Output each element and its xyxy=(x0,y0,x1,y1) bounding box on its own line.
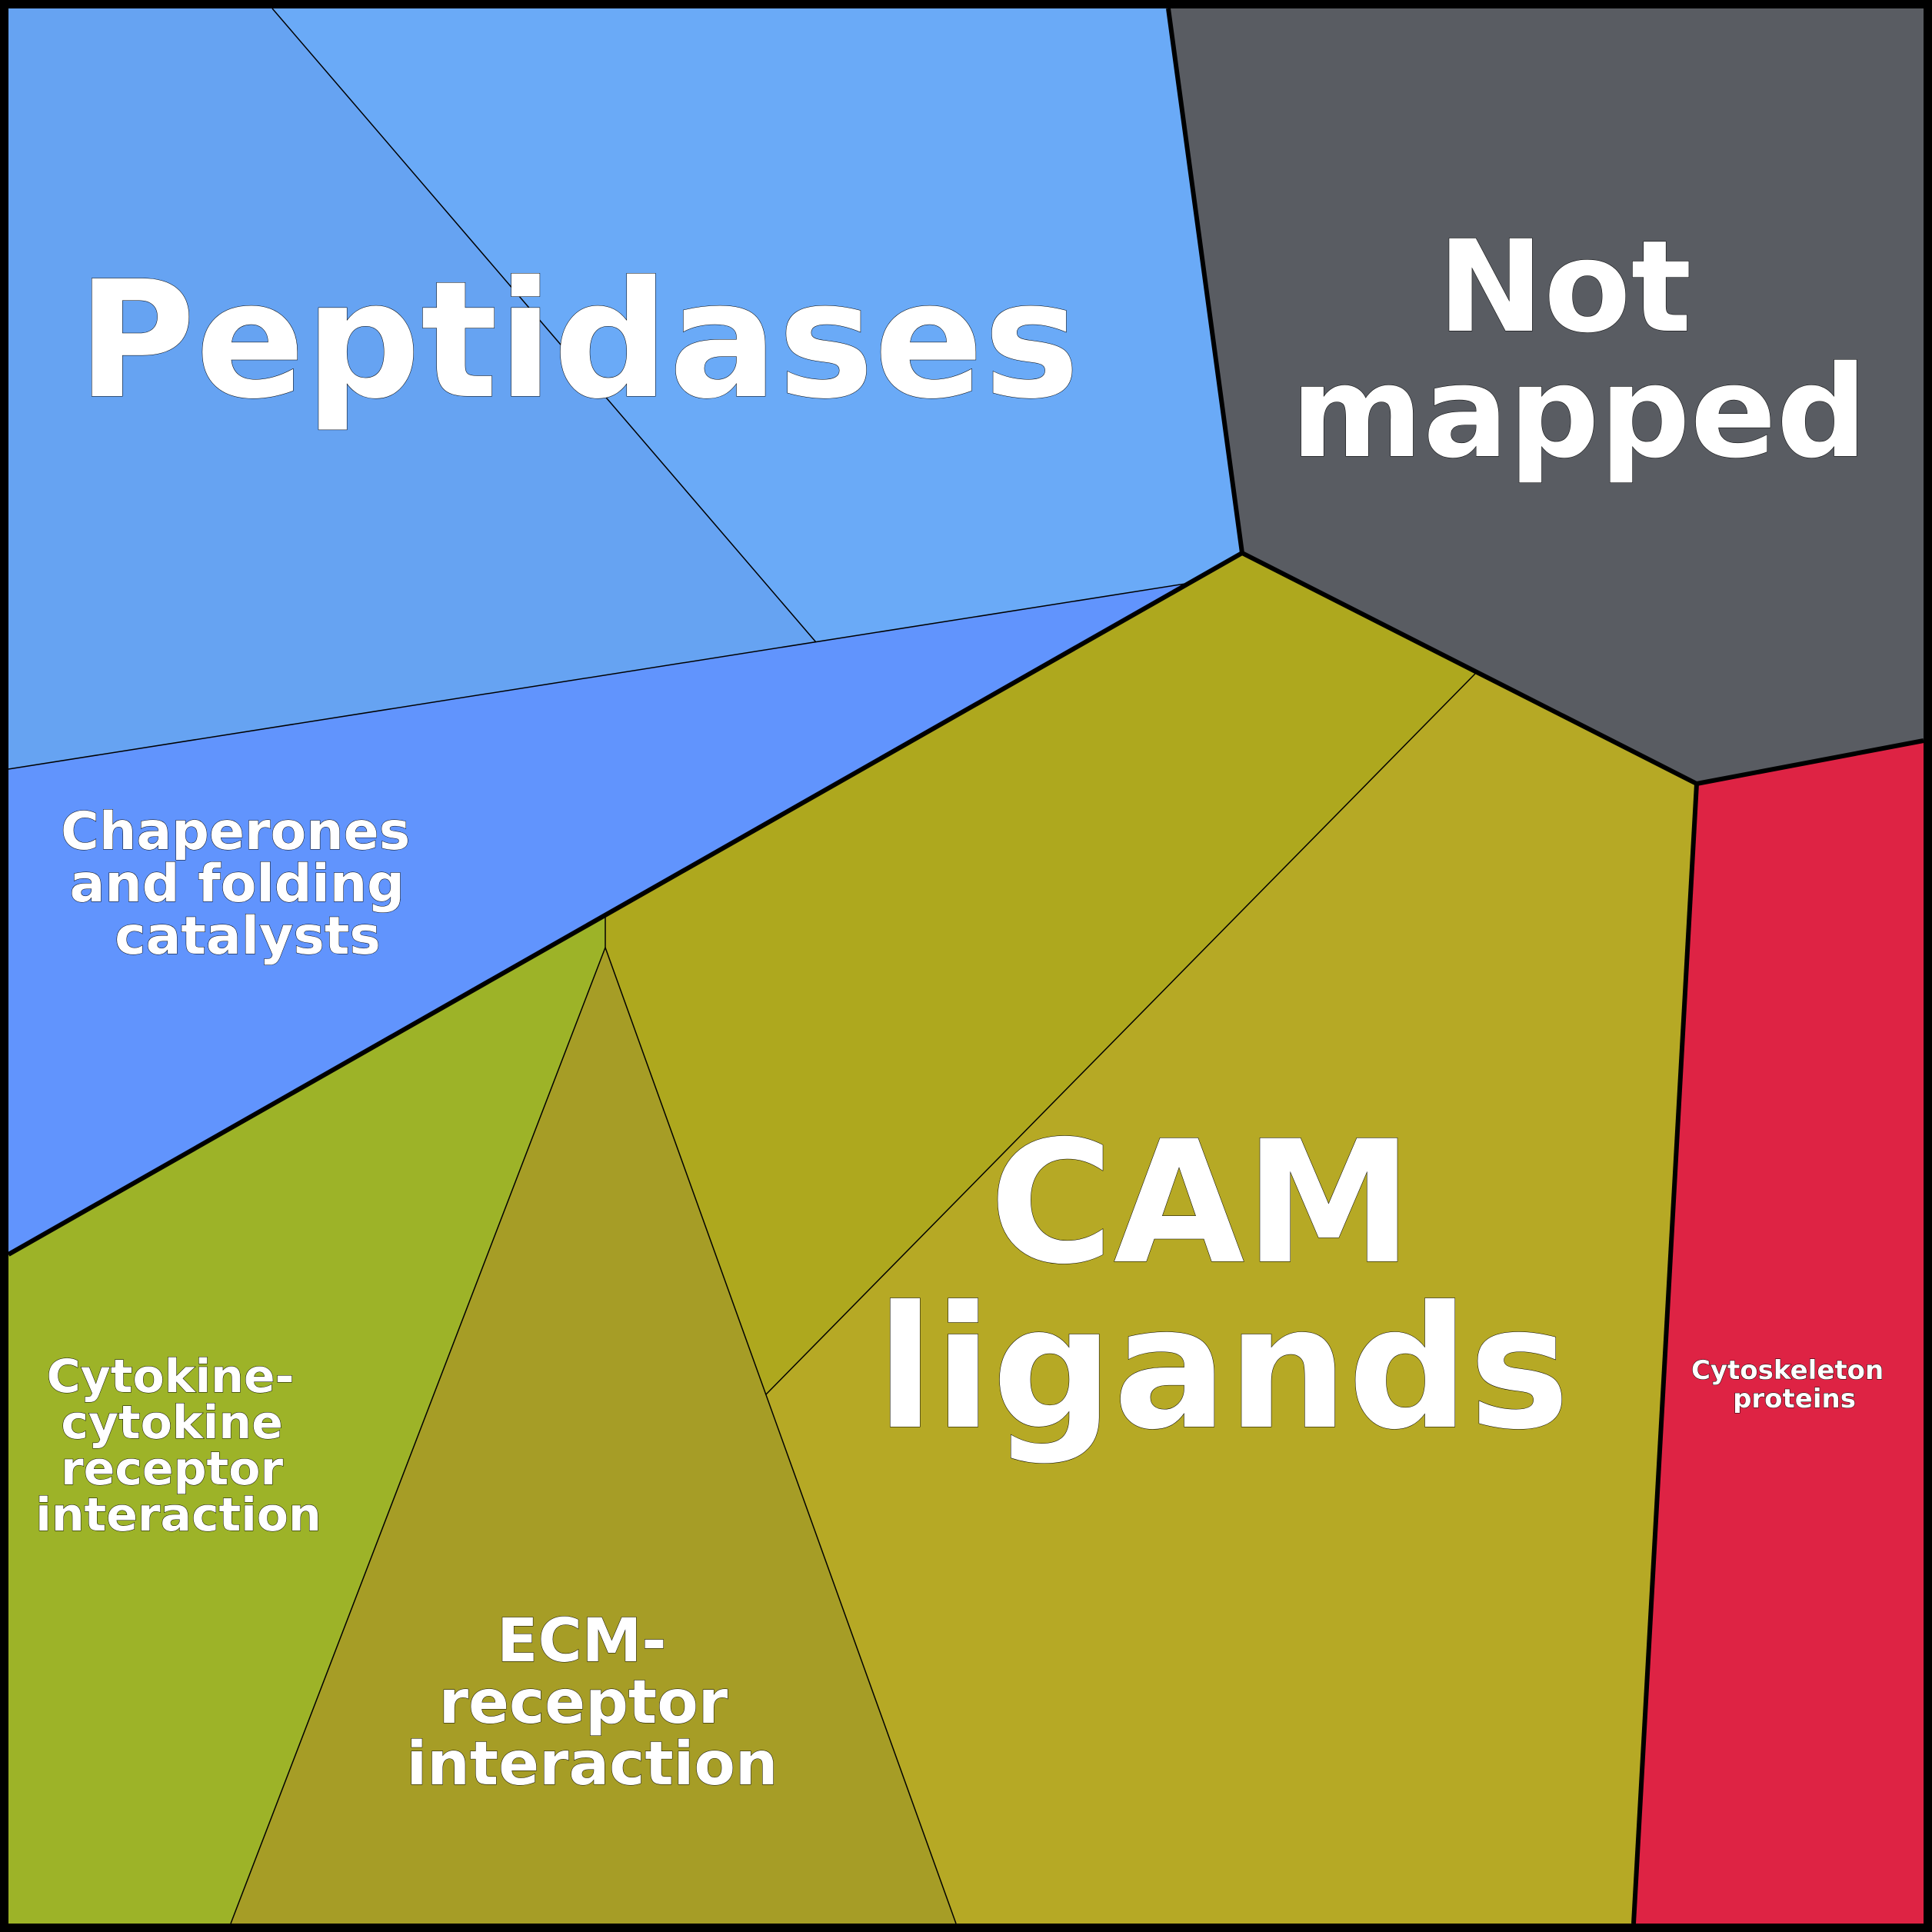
cell-peptidases-a[interactable] xyxy=(8,8,816,769)
label-cytoskeleton: Cytoskeleton proteins xyxy=(1691,1355,1893,1414)
label-ecm: ECM- receptor interaction xyxy=(407,1607,778,1799)
border-line xyxy=(8,583,1186,770)
cell-cytoskeleton[interactable] xyxy=(1634,741,1924,1924)
cell-ecm[interactable] xyxy=(231,948,956,1924)
label-peptidases: Peptidases xyxy=(77,246,1079,435)
border-line xyxy=(1631,783,1699,1924)
border-line xyxy=(7,551,1244,1257)
cell-cam-ligands-a[interactable] xyxy=(605,553,1475,1394)
label-cam-ligands: CAM ligands xyxy=(876,1104,1570,1467)
label-not-mapped: Not mapped xyxy=(1291,213,1867,486)
border-line xyxy=(271,8,817,643)
cell-peptidases-b[interactable] xyxy=(272,8,1242,642)
border-line xyxy=(765,673,1476,1395)
cell-cytokine[interactable] xyxy=(8,914,605,1924)
border-line xyxy=(605,947,957,1924)
thick-borders xyxy=(7,8,1924,1924)
cell-cam-ligands-b[interactable] xyxy=(766,674,1697,1924)
border-line xyxy=(1166,8,1924,786)
label-chaperones: Chaperones and folding catalysts xyxy=(61,801,428,967)
thin-borders xyxy=(8,8,1476,1924)
cell-not-mapped[interactable] xyxy=(1168,8,1924,784)
label-cytokine: Cytokine- cytokine receptor interaction xyxy=(35,1350,321,1542)
border-line xyxy=(230,947,606,1924)
